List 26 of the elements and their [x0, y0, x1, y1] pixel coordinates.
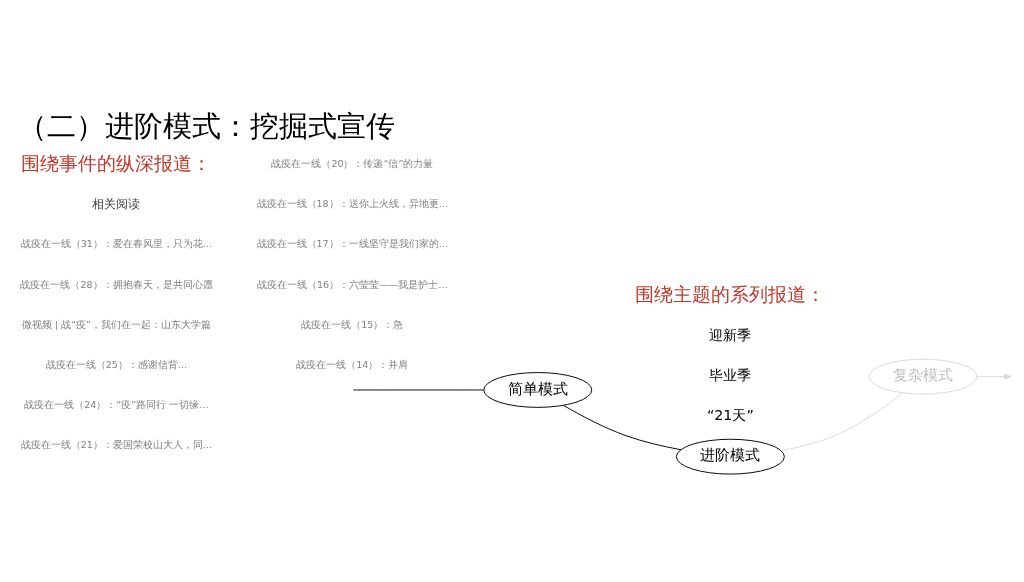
connector	[563, 404, 682, 450]
connector	[353, 389, 485, 390]
label: 战疫在一线（15）：急	[301, 318, 404, 330]
diagram-title: （二）进阶模式：挖掘式宣传	[17, 108, 395, 142]
label: 战疫在一线（24）：“疫”路同行 一切缘…	[24, 398, 209, 410]
node-ellipse: 复杂模式	[868, 358, 978, 394]
label: “21天”	[706, 406, 754, 423]
label: 围绕事件的纵深报道：	[21, 151, 212, 174]
node-ellipse: 进阶模式	[675, 438, 785, 475]
label: 战疫在一线（28）：拥抱春天，是共同心愿	[20, 278, 213, 290]
label: 战疫在一线（14）：并肩	[296, 358, 409, 370]
node-ellipse: 简单模式	[483, 371, 593, 408]
label: 毕业季	[709, 366, 752, 383]
label: 战疫在一线（21）：爱国荣校山大人，同…	[20, 438, 213, 450]
label: 相关阅读	[92, 196, 141, 211]
label: 战疫在一线（25）：感谢信背…	[45, 358, 188, 370]
connector	[780, 391, 904, 451]
label: 战疫在一线（18）：送你上火线，异地更…	[256, 197, 449, 209]
label: 战疫在一线（17）：一线坚守是我们家的…	[256, 237, 449, 249]
label: 围绕主题的系列报道：	[635, 282, 826, 305]
label: 微视频 | 战“疫”，我们在一起：山东大学篇	[21, 318, 212, 330]
label: 战疫在一线（31）：爱在春风里，只为花…	[20, 237, 213, 249]
label: 战疫在一线（16）：六莹莹——我是护士…	[257, 278, 448, 290]
arrow	[976, 373, 1012, 379]
label: 迎新季	[709, 326, 752, 343]
label: 战疫在一线（20）：传递“信”的力量	[271, 157, 434, 169]
